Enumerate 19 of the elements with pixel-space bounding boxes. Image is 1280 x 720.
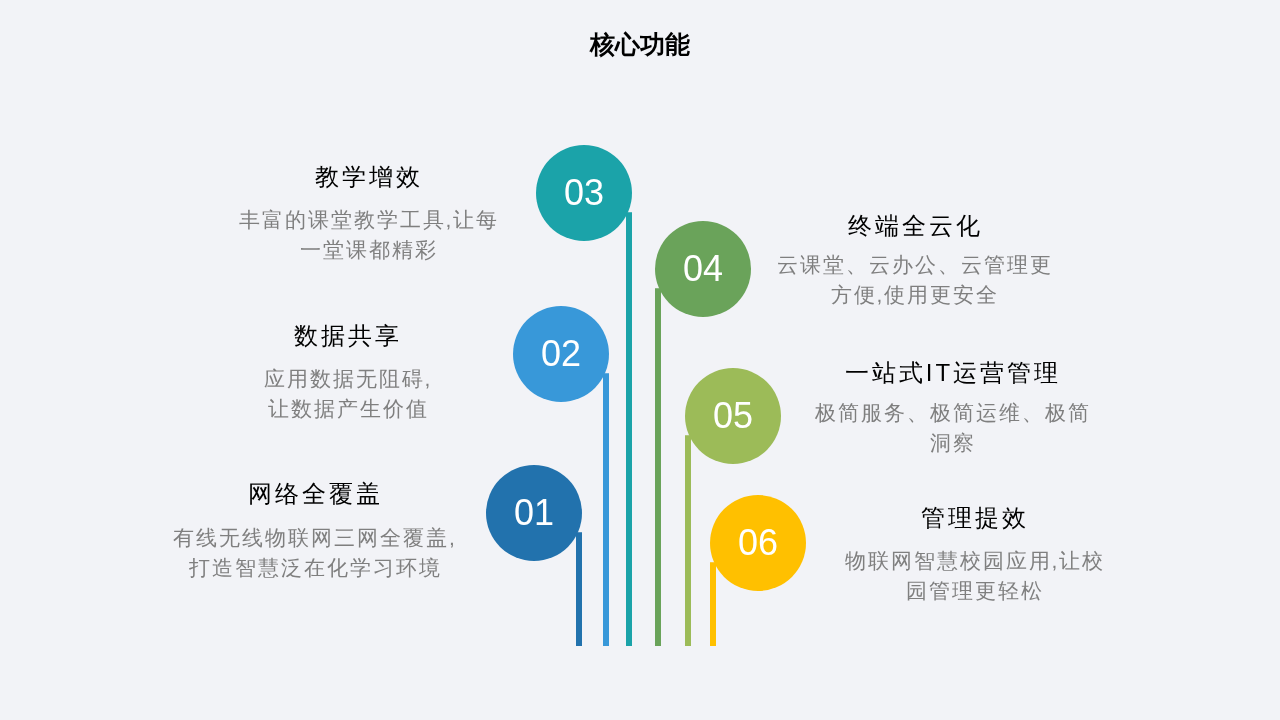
feature-title: 教学增效 — [314, 162, 424, 192]
step-number: 06 — [737, 523, 778, 563]
feature-description: 应用数据无阻碍,让数据产生价值 — [262, 366, 434, 422]
title: 核心功能 — [588, 29, 691, 60]
feature-description: 极简服务、极简运维、极简洞察 — [814, 400, 1092, 456]
feature-description: 物联网智慧校园应用,让校园管理更轻松 — [843, 548, 1107, 604]
step-number: 05 — [712, 396, 753, 436]
feature-title: 网络全覆盖 — [246, 479, 384, 509]
step-number: 01 — [513, 493, 554, 533]
step-number: 03 — [563, 173, 604, 213]
feature-title: 一站式IT运营管理 — [843, 358, 1063, 388]
step-number: 04 — [682, 249, 723, 289]
feature-description: 丰富的课堂教学工具,让每一堂课都精彩 — [237, 207, 501, 263]
feature-title: 终端全云化 — [846, 211, 984, 241]
feature-title: 数据共享 — [293, 321, 403, 351]
step-number: 02 — [540, 334, 581, 374]
feature-title: 管理提效 — [920, 503, 1030, 533]
feature-description: 有线无线物联网三网全覆盖,打造智慧泛在化学习环境 — [172, 525, 458, 581]
feature-description: 云课堂、云办公、云管理更方便,使用更安全 — [776, 252, 1054, 308]
